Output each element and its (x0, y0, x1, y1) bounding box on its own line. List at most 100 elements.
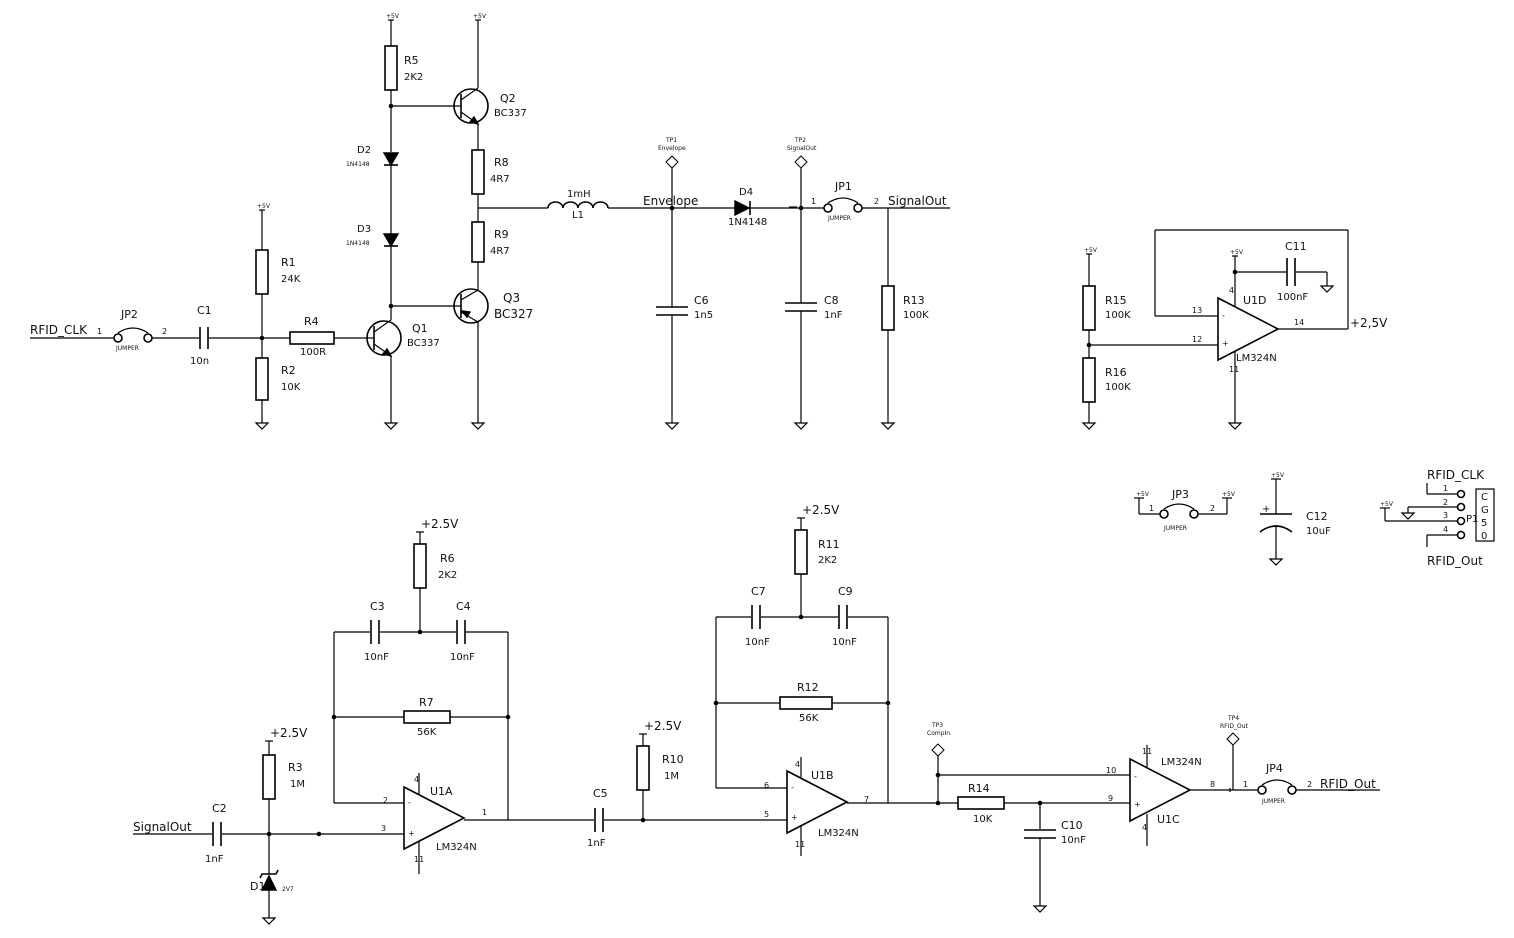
p1-letter: 0 (1481, 531, 1487, 542)
u1c-minus: - (1134, 772, 1137, 781)
u1b-ref: U1B (811, 769, 834, 782)
c8-value: 1nF (824, 310, 843, 321)
connector-p1: RFID_CLK RFID_Out 1 2 3 4 +5V P1 C G 5 0 (1380, 468, 1495, 568)
c7-ref: C7 (751, 585, 766, 598)
q1-ref: Q1 (412, 322, 428, 335)
capacitor-c4: C4 10nF (450, 600, 475, 663)
supply-5v: +5V (257, 203, 271, 216)
d2-value: 1N4148 (346, 161, 370, 168)
r6-ref: R6 (440, 552, 455, 565)
net-label-signalout: SignalOut (888, 194, 947, 208)
c11-value: 100nF (1277, 292, 1308, 303)
u1a-plus: + (408, 829, 415, 838)
supply-5v: +5V (473, 13, 487, 88)
d4-ref: D4 (739, 187, 753, 198)
c3-value: 10nF (364, 652, 389, 663)
u1b-pin-5: 5 (764, 810, 769, 819)
jp3-pin-1: 1 (1149, 504, 1154, 513)
jp4-ref: JP4 (1265, 762, 1283, 775)
supply-5v: +5V (386, 13, 400, 46)
d1-ref: D1 (250, 880, 265, 893)
r1-ref: R1 (281, 256, 296, 269)
u1c-value: LM324N (1161, 757, 1202, 768)
test-point-tp2: TP2 SignalOut (787, 137, 817, 208)
resistor-r8: R8 4R7 (471, 149, 510, 195)
c1-ref: C1 (197, 304, 212, 317)
opamp-u1c: - + LM324N U1C 10 9 8 11 4 (1106, 745, 1215, 846)
u1a-pin-4: 4 (414, 775, 419, 784)
resistor-r9: R9 4R7 (471, 221, 510, 263)
capacitor-c12: +5V + C12 10uF (1259, 472, 1331, 566)
q2-ref: Q2 (500, 92, 516, 105)
opamp-u1b: - + U1B LM324N 6 5 7 4 11 (764, 757, 869, 856)
u1b-minus: - (791, 783, 794, 792)
vcc-label: +5V (1230, 249, 1244, 256)
r11-ref: R11 (818, 538, 840, 551)
tp1-net: Envelope (658, 145, 686, 152)
transistor-q3: Q3 BC327 (453, 288, 533, 324)
p1-pin-4: 4 (1443, 525, 1448, 534)
resistor-r1: R1 24K (255, 216, 301, 338)
r3-value: 1M (290, 779, 305, 790)
r4-value: 100R (300, 347, 326, 358)
zener-d1: D1 2V7 (250, 869, 294, 893)
ground-symbol (1081, 422, 1097, 430)
u1c-plus: + (1134, 800, 1141, 809)
net-label-rfid-out: RFID_Out (1320, 777, 1376, 791)
tp2-ref: TP2 (794, 137, 806, 144)
r8-ref: R8 (494, 156, 509, 169)
r11-value: 2K2 (818, 555, 837, 566)
r15-ref: R15 (1105, 294, 1127, 307)
d3-ref: D3 (357, 224, 371, 235)
c10-value: 10nF (1061, 835, 1086, 846)
c2-value: 1nF (205, 854, 224, 865)
jp4-pin-1: 1 (1243, 780, 1248, 789)
resistor-r6: R6 2K2 (413, 543, 457, 589)
capacitor-c9: C9 10nF (832, 585, 857, 648)
ground-symbol (880, 422, 896, 430)
capacitor-c3: C3 10nF (364, 600, 389, 663)
net-label-vref-out: +2,5V (1350, 316, 1388, 330)
c12-ref: C12 (1306, 510, 1328, 523)
ground-symbol (1400, 512, 1416, 520)
supply-5v: +5V (1230, 249, 1244, 306)
r16-value: 100K (1105, 382, 1131, 393)
r7-value: 56K (417, 727, 437, 738)
capacitor-c1: C1 10n (190, 304, 212, 367)
u1b-plus: + (791, 813, 798, 822)
r15-value: 100K (1105, 310, 1131, 321)
u1a-pin-2: 2 (383, 796, 388, 805)
resistor-r12: R12 56K (779, 681, 833, 724)
u1b-pin-11: 11 (795, 840, 805, 849)
r5-value: 2K2 (404, 72, 423, 83)
d2-ref: D2 (357, 145, 371, 156)
jp1-pin-1: 1 (811, 197, 816, 206)
opamp-u1a: - + U1A LM324N 2 3 1 4 11 (381, 773, 487, 874)
c9-value: 10nF (832, 637, 857, 648)
ground-symbol (1227, 422, 1243, 430)
u1a-minus: - (408, 798, 411, 807)
r6-value: 2K2 (438, 570, 457, 581)
r14-ref: R14 (968, 782, 990, 795)
net-label-vref: +2.5V (270, 726, 308, 740)
rfid-clk-input: RFID_CLK 1 (30, 323, 114, 339)
c11-ref: C11 (1285, 240, 1307, 253)
vcc-label: +5V (257, 203, 271, 210)
transistor-q2: Q2 BC337 (453, 87, 527, 126)
r10-value: 1M (664, 771, 679, 782)
net-label-vref: +2.5V (644, 719, 682, 733)
p1-letter: G (1481, 505, 1489, 516)
c4-value: 10nF (450, 652, 475, 663)
u1b-pin-6: 6 (764, 781, 769, 790)
ground-symbol (1319, 285, 1335, 293)
capacitor-c7: C7 10nF (745, 585, 770, 648)
r2-value: 10K (281, 382, 301, 393)
c9-ref: C9 (838, 585, 853, 598)
vcc-label: +5V (1136, 491, 1150, 498)
ground-symbol (793, 422, 809, 430)
c4-ref: C4 (456, 600, 471, 613)
vcc-label: +5V (1084, 247, 1098, 254)
jp2-pin-2: 2 (162, 327, 167, 336)
